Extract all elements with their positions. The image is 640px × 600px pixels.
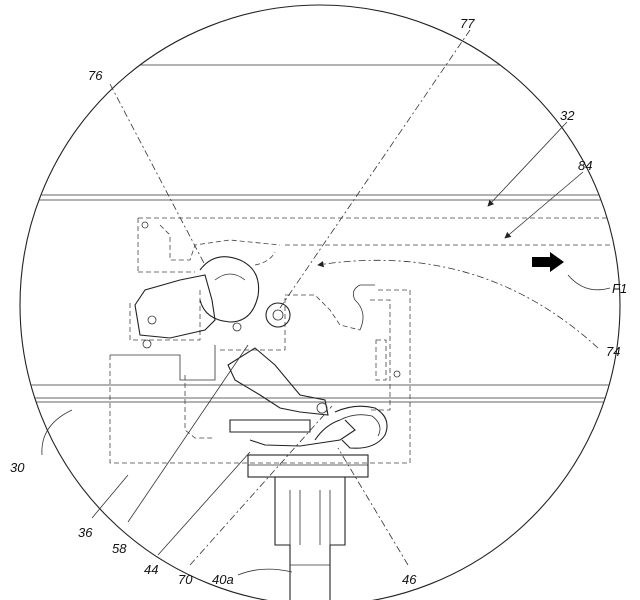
label-58: 58 [112, 541, 127, 556]
label-40a: 40a [212, 572, 234, 587]
label-46: 46 [402, 572, 417, 587]
label-77: 77 [460, 16, 475, 31]
label-F1: F1 [612, 281, 627, 296]
pawl-58 [228, 348, 328, 415]
label-76: 76 [88, 68, 103, 83]
label-70: 70 [178, 572, 193, 587]
lever-76 [135, 222, 280, 348]
body-36 [110, 285, 410, 463]
label-44: 44 [144, 562, 158, 577]
label-32: 32 [560, 108, 575, 123]
top-rails [20, 65, 620, 200]
label-84: 84 [578, 158, 592, 173]
base-40a [248, 455, 368, 600]
pin-77 [266, 303, 290, 327]
direction-arrow-right-icon [532, 252, 564, 272]
leader-lines [42, 30, 610, 575]
slider-44 [230, 420, 355, 446]
spring-clip-46 [335, 406, 387, 448]
label-36: 36 [78, 525, 93, 540]
label-30: 30 [10, 460, 25, 475]
label-74: 74 [606, 344, 620, 359]
